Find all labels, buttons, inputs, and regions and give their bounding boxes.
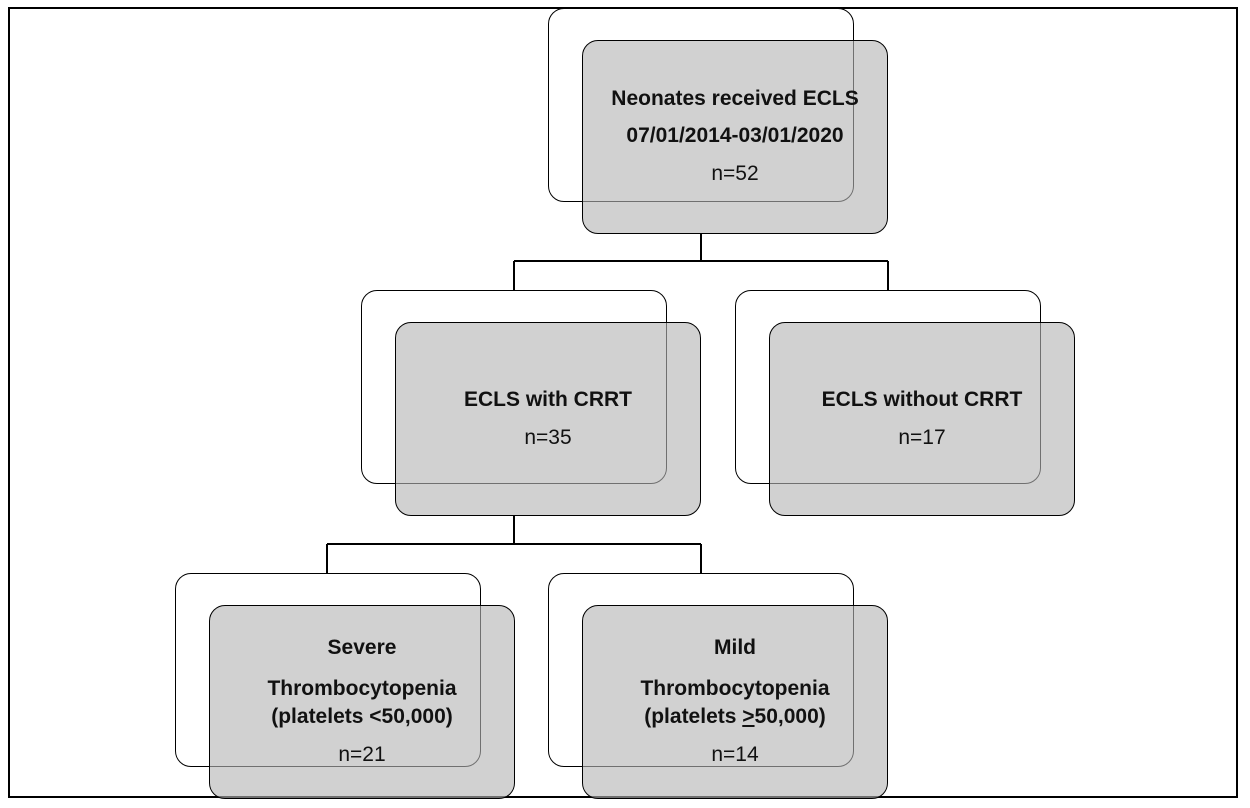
node-criteria: (platelets >50,000)	[644, 703, 826, 731]
node-box: Severe Thrombocytopenia (platelets <50,0…	[209, 605, 515, 799]
node-title: Neonates received ECLS	[611, 87, 859, 111]
node-count: n=35	[524, 426, 572, 449]
node-count: n=52	[711, 162, 759, 186]
node-count: n=21	[338, 743, 386, 767]
node-title: Mild	[714, 636, 756, 660]
node-title: ECLS with CRRT	[464, 387, 632, 411]
node-box: ECLS with CRRT n=35	[395, 322, 701, 516]
node-box: ECLS without CRRT n=17	[769, 322, 1075, 516]
criteria-suffix: 50,000)	[754, 705, 826, 728]
node-ecls-with-crrt: ECLS with CRRT n=35	[361, 290, 701, 516]
greater-equal-symbol: >	[742, 705, 755, 728]
node-subtitle: Thrombocytopenia	[267, 676, 457, 700]
node-box: Neonates received ECLS 07/01/2014-03/01/…	[582, 40, 888, 234]
node-date-range: 07/01/2014-03/01/2020	[626, 123, 844, 147]
node-subtitle: Thrombocytopenia	[640, 676, 830, 700]
node-box: Mild Thrombocytopenia (platelets >50,000…	[582, 605, 888, 799]
node-title: ECLS without CRRT	[821, 387, 1023, 411]
criteria-prefix: (platelets	[644, 705, 743, 728]
node-severe-thrombocytopenia: Severe Thrombocytopenia (platelets <50,0…	[175, 573, 515, 799]
node-count: n=17	[898, 426, 946, 449]
node-criteria: (platelets <50,000)	[271, 705, 453, 728]
node-title: Severe	[327, 636, 397, 660]
node-ecls-without-crrt: ECLS without CRRT n=17	[735, 290, 1075, 516]
node-neonates-ecls: Neonates received ECLS 07/01/2014-03/01/…	[548, 8, 888, 234]
node-count: n=14	[711, 743, 759, 767]
node-mild-thrombocytopenia: Mild Thrombocytopenia (platelets >50,000…	[548, 573, 888, 799]
